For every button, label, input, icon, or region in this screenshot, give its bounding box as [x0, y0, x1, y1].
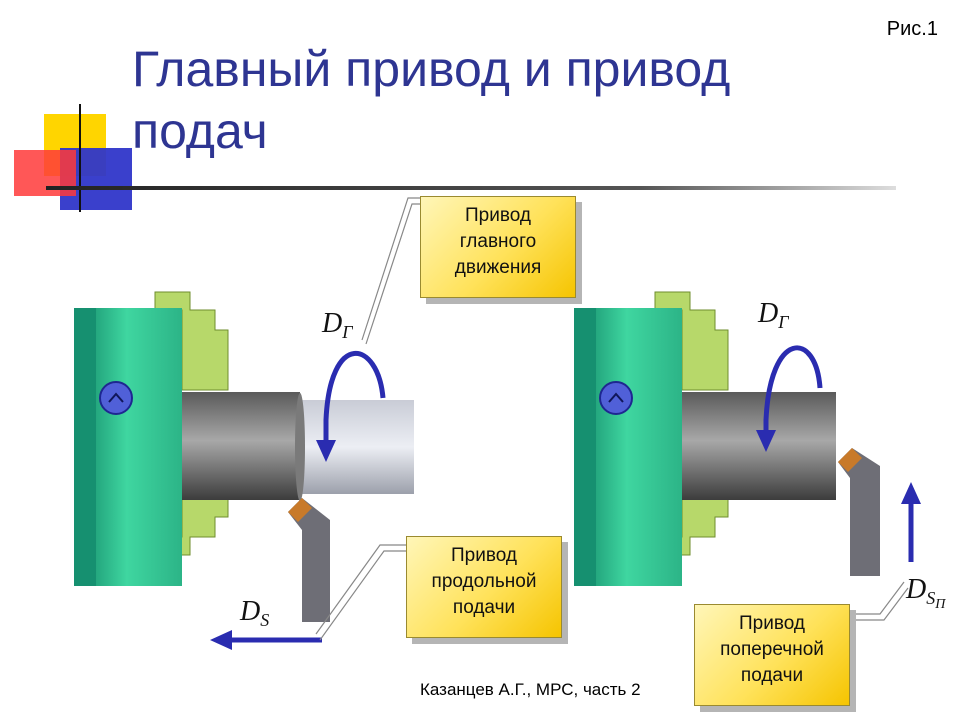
chuck-key-mark [108, 392, 124, 403]
decorative-corner-squares [14, 104, 132, 212]
label-d-main-right: DГ [757, 298, 789, 332]
tool-tip-right [838, 448, 862, 472]
d-main-subscript-right: Г [777, 312, 789, 332]
callout-cross-line-1: Привод [739, 613, 805, 634]
callout-longitudinal-line-1: Привод [451, 545, 517, 566]
chuck-body-right [590, 308, 682, 586]
title-line-1: Главный привод и привод [132, 41, 731, 97]
cutting-tool-left [288, 498, 330, 622]
main-rotation-arrow-left [323, 350, 386, 448]
spindle-shaft [182, 392, 300, 500]
d-feed-subscript: S [260, 610, 269, 630]
d-main-symbol-right: D [757, 298, 778, 329]
tool-tip-left [288, 498, 312, 522]
leader-longitudinal-2 [319, 550, 406, 641]
title-underline [46, 186, 896, 190]
d-cross-symbol: D [905, 574, 926, 605]
slide-title: Главный привод и привод подач [132, 38, 892, 162]
feed-arrowhead [210, 630, 232, 650]
leader-main-drive-2 [365, 203, 420, 345]
chuck-body [90, 308, 182, 586]
callout-leader-lines [315, 197, 909, 641]
label-d-main-left: DГ [321, 308, 353, 342]
callout-longitudinal-line-2: продольной [431, 571, 537, 592]
chuck-key-mark-right [608, 392, 624, 403]
cutting-tool-right [838, 448, 880, 576]
callout-cross-line-3: подачи [740, 665, 804, 686]
label-d-longitudinal-feed: DS [239, 596, 269, 630]
callout-main-drive-line-1: Привод [465, 205, 531, 226]
callout-cross-feed: Привод поперечной подачи [694, 604, 850, 706]
leader-main-drive-1 [361, 197, 420, 341]
leader-cross-2 [852, 587, 909, 621]
d-main-symbol: D [321, 308, 342, 339]
chuck-key-socket-icon-right [599, 381, 633, 415]
right-lathe-assembly [574, 291, 921, 586]
d-cross-subscript: S [926, 588, 935, 608]
callout-longitudinal-feed: Привод продольной подачи [406, 536, 562, 638]
callout-main-drive-line-2: главного [459, 231, 537, 252]
leader-cross-1 [852, 581, 905, 615]
rotation-arrowhead-right [756, 430, 776, 452]
callout-main-drive: Привод главного движения [420, 196, 576, 298]
label-d-cross-feed: DSП [905, 574, 946, 612]
spindle-shaft-right [682, 392, 836, 500]
chuck-face-right [574, 308, 596, 586]
figure-label: Рис.1 [886, 18, 938, 40]
leader-longitudinal-1 [315, 544, 406, 635]
d-feed-symbol: D [239, 596, 260, 627]
d-main-subscript: Г [341, 322, 353, 342]
callout-main-drive-line-3: движения [454, 257, 542, 278]
chuck-face [74, 308, 96, 586]
shaft-step [295, 393, 305, 501]
cross-feed-arrowhead [901, 482, 921, 504]
slide-footer: Казанцев А.Г., МРС, часть 2 [420, 680, 641, 699]
main-rotation-arrow-right [763, 345, 823, 436]
rotation-arrowhead-left [316, 440, 336, 462]
callout-longitudinal-line-3: подачи [452, 597, 516, 618]
title-line-2: подач [132, 103, 268, 159]
chuck-key-socket-icon [99, 381, 133, 415]
callout-cross-line-2: поперечной [720, 639, 824, 660]
left-lathe-assembly [74, 291, 414, 650]
d-cross-sub-subscript: П [934, 597, 946, 612]
workpiece-left [300, 400, 414, 494]
